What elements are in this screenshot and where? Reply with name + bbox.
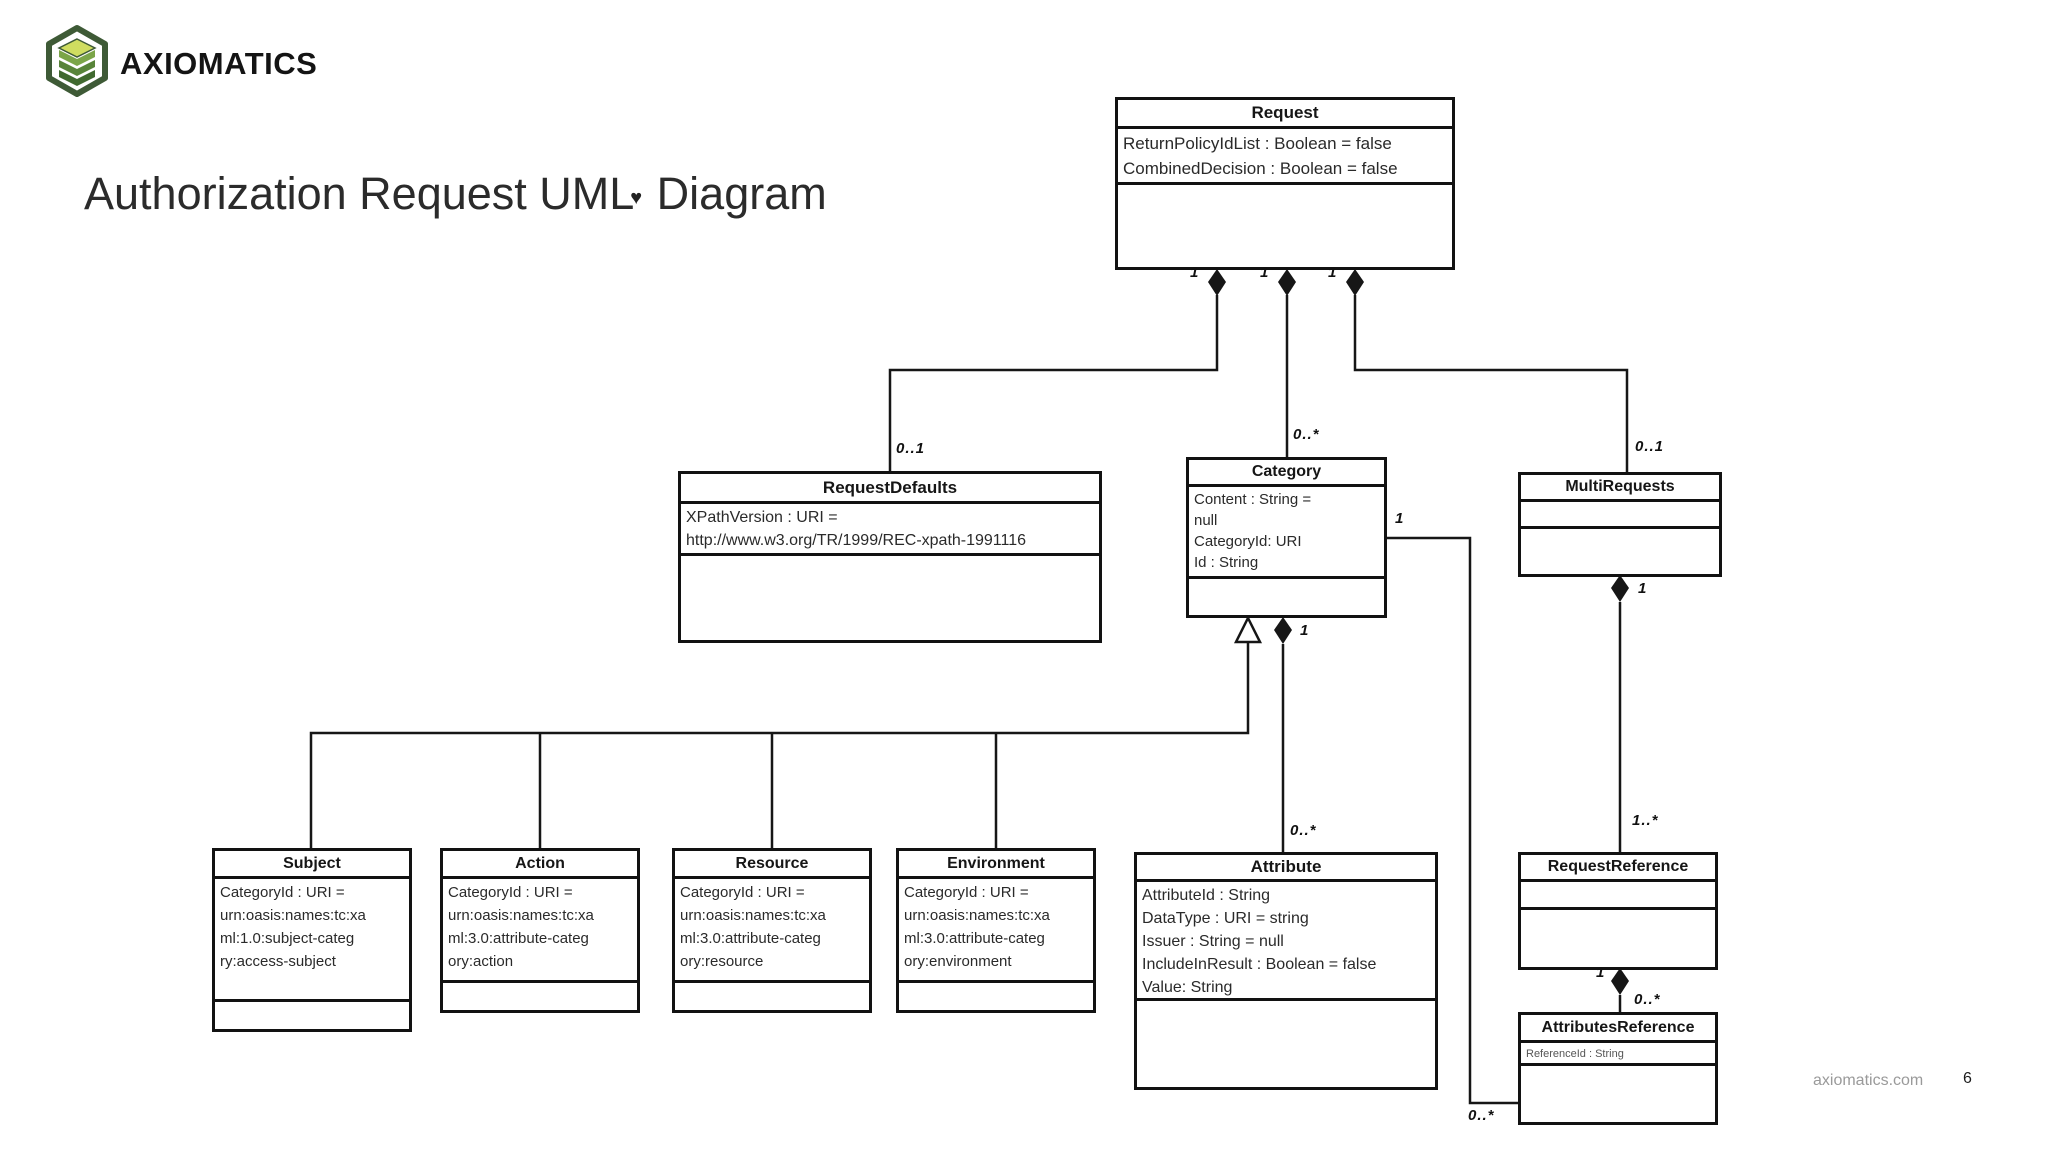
multiplicity-label: 1 <box>1328 264 1338 281</box>
composition-diamond-attributesreference <box>1611 968 1629 995</box>
logo-wordmark: AXIOMATICS <box>120 45 318 81</box>
class-attribute-title: Attribute <box>1137 855 1435 882</box>
class-requestreference-title: RequestReference <box>1521 855 1715 882</box>
class-requestdefaults-attributes: XPathVersion : URI = http://www.w3.org/T… <box>681 504 1099 556</box>
class-environment-title: Environment <box>899 851 1093 879</box>
class-requestdefaults-title: RequestDefaults <box>681 474 1099 504</box>
class-category: Category Content : String = null Categor… <box>1186 457 1387 618</box>
class-action-attributes: CategoryId : URI = urn:oasis:names:tc:xa… <box>443 879 637 983</box>
multiplicity-label: 0..* <box>1634 991 1661 1008</box>
class-attributesreference-title: AttributesReference <box>1521 1015 1715 1043</box>
multiplicity-label: 1 <box>1596 964 1606 981</box>
class-subject: Subject CategoryId : URI = urn:oasis:nam… <box>212 848 412 1032</box>
class-requestreference: RequestReference <box>1518 852 1718 970</box>
multiplicity-label: 1..* <box>1632 812 1659 829</box>
multiplicity-label: 0..* <box>1468 1107 1495 1124</box>
class-category-attributes: Content : String = null CategoryId: URI … <box>1189 487 1384 579</box>
class-request-title: Request <box>1118 100 1452 129</box>
footer-site-link: axiomatics.com <box>1813 1072 1924 1089</box>
edge-category-attributesreference <box>1387 536 1518 1105</box>
generalization-triangle <box>1233 615 1263 644</box>
composition-diamond-requestreference <box>1611 575 1629 602</box>
slide-title-part1: Authorization Request UML <box>84 168 635 219</box>
class-request-attributes: ReturnPolicyIdList : Boolean = false Com… <box>1118 129 1452 185</box>
class-action: Action CategoryId : URI = urn:oasis:name… <box>440 848 640 1013</box>
class-request: Request ReturnPolicyIdList : Boolean = f… <box>1115 97 1455 270</box>
axiomatics-logo: AXIOMATICS <box>44 24 317 103</box>
class-attributesreference-attributes: ReferenceId : String <box>1521 1043 1715 1066</box>
class-category-title: Category <box>1189 460 1384 487</box>
logo-hexagon-icon <box>44 24 110 103</box>
edge-request-requestdefaults <box>888 295 1219 471</box>
class-resource-attributes: CategoryId : URI = urn:oasis:names:tc:xa… <box>675 879 869 983</box>
multiplicity-label: 0..1 <box>896 440 926 457</box>
class-subject-attributes: CategoryId : URI = urn:oasis:names:tc:xa… <box>215 879 409 1002</box>
class-resource: Resource CategoryId : URI = urn:oasis:na… <box>672 848 872 1013</box>
multiplicity-label: 1 <box>1300 622 1310 639</box>
class-attributesreference: AttributesReference ReferenceId : String <box>1518 1012 1718 1125</box>
multiplicity-label: 0..1 <box>1635 438 1665 455</box>
class-requestdefaults: RequestDefaults XPathVersion : URI = htt… <box>678 471 1102 643</box>
composition-diamond-attribute <box>1274 617 1292 644</box>
class-environment: Environment CategoryId : URI = urn:oasis… <box>896 848 1096 1013</box>
composition-diamond-category <box>1278 269 1296 296</box>
class-multirequests-empty-attrs <box>1521 502 1719 529</box>
multiplicity-label: 0..* <box>1290 822 1317 839</box>
footer-page-number: 6 <box>1963 1070 1972 1087</box>
slide-title-part2: Diagram <box>644 168 827 219</box>
slide-title: Authorization Request UML♥ Diagram <box>84 168 827 220</box>
composition-diamond-multirequests <box>1346 269 1364 296</box>
multiplicity-label: 1 <box>1638 580 1648 597</box>
class-requestreference-empty-attrs <box>1521 882 1715 910</box>
cursor-heart-icon: ♥ <box>630 186 643 209</box>
class-subject-title: Subject <box>215 851 409 879</box>
class-action-title: Action <box>443 851 637 879</box>
composition-diamond-requestdefaults <box>1208 269 1226 296</box>
class-attribute: Attribute AttributeId : String DataType … <box>1134 852 1438 1090</box>
multiplicity-label: 1 <box>1395 510 1405 527</box>
multiplicity-label: 0..* <box>1293 426 1320 443</box>
class-environment-attributes: CategoryId : URI = urn:oasis:names:tc:xa… <box>899 879 1093 983</box>
multiplicity-label: 1 <box>1260 264 1270 281</box>
class-attribute-attributes: AttributeId : String DataType : URI = st… <box>1137 882 1435 1001</box>
class-multirequests-title: MultiRequests <box>1521 475 1719 502</box>
edge-request-multirequests <box>1353 295 1629 472</box>
class-resource-title: Resource <box>675 851 869 879</box>
multiplicity-label: 1 <box>1190 264 1200 281</box>
class-multirequests: MultiRequests <box>1518 472 1722 577</box>
edge-generalization-trunk <box>309 642 1250 848</box>
